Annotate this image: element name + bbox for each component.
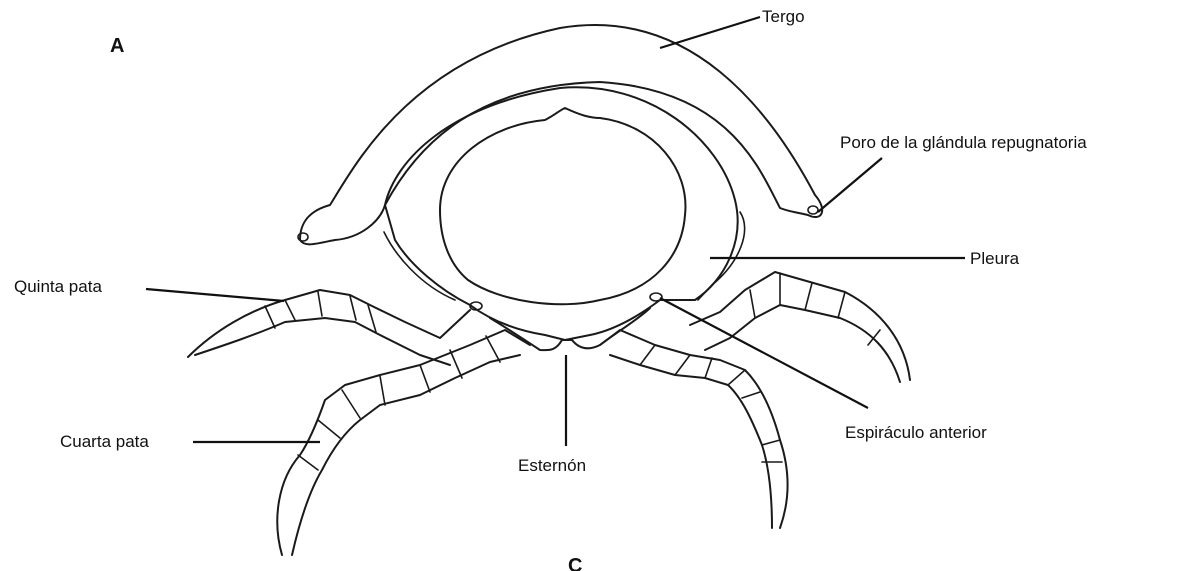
right-fifth-leg — [690, 272, 910, 382]
leader-quinta-pata — [146, 289, 284, 301]
label-pleura: Pleura — [970, 249, 1020, 268]
central-cavity — [440, 108, 685, 304]
tergum-outline — [300, 25, 822, 244]
bottom-letter: C — [568, 555, 582, 571]
sternum — [490, 308, 650, 350]
label-poro-glandula: Poro de la glándula repugnatoria — [840, 133, 1087, 152]
spiracle-right — [650, 293, 662, 301]
label-quinta-pata: Quinta pata — [14, 277, 102, 296]
label-tergo: Tergo — [762, 7, 805, 26]
gland-pore-right — [808, 206, 818, 214]
leader-poro — [818, 158, 882, 212]
right-fourth-leg — [600, 330, 788, 528]
label-cuarta-pata: Cuarta pata — [60, 432, 149, 451]
leader-tergo — [660, 17, 760, 48]
leader-espiraculo — [660, 298, 868, 408]
label-esternon: Esternón — [518, 456, 586, 475]
panel-letter: A — [110, 35, 124, 57]
left-fifth-leg — [188, 290, 470, 365]
label-espiraculo-anterior: Espiráculo anterior — [845, 423, 987, 442]
